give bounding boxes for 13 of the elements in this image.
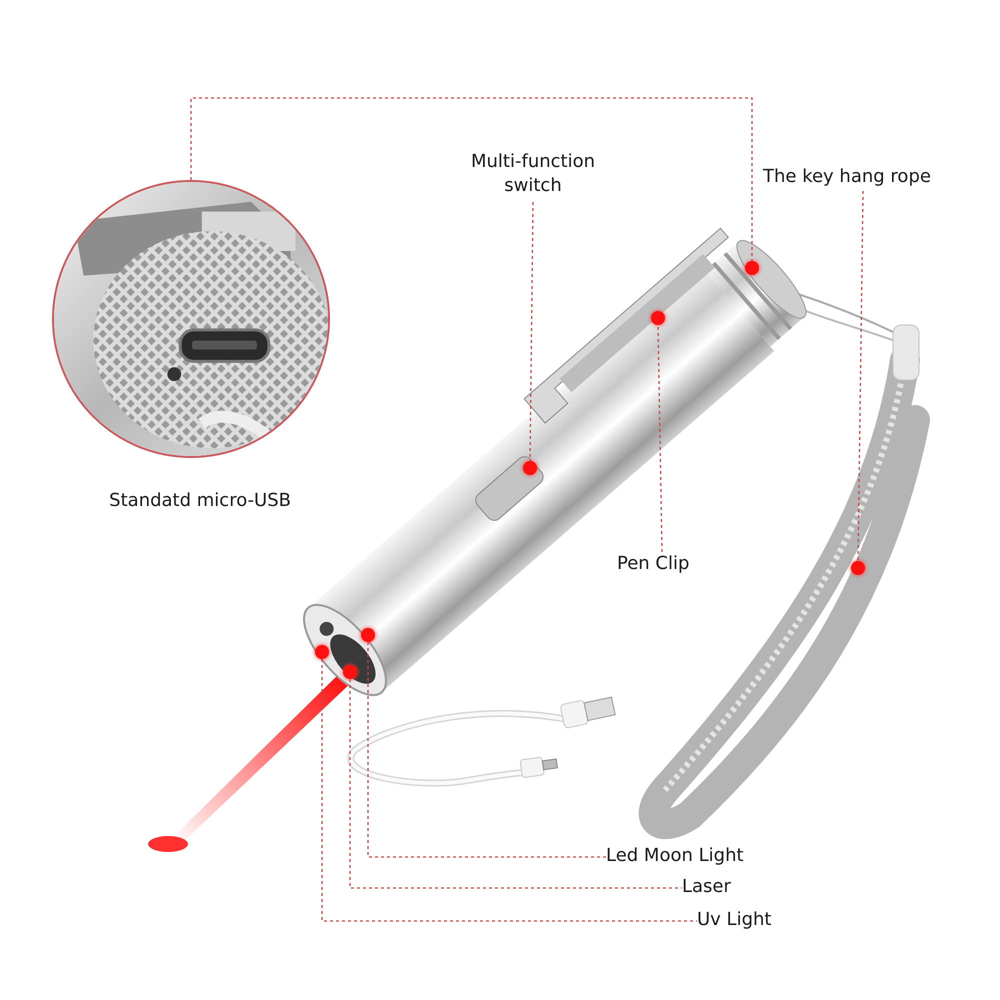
leader-line [857,191,864,561]
leader-line [657,324,663,552]
leader-line [321,659,697,922]
inset-caption: Standatd micro-USB [109,490,291,511]
callout-label: The key hang rope [763,165,932,189]
callout-label: Uv Light [697,908,772,932]
callout-label: Led Moon Light [606,844,745,868]
leader-line [190,97,753,261]
callout-label: Laser [682,875,732,899]
callout-label: Pen Clip [617,552,690,576]
leader-line [349,679,682,889]
callout-label: Multi-function switch [470,150,596,198]
leader-line [529,202,534,461]
